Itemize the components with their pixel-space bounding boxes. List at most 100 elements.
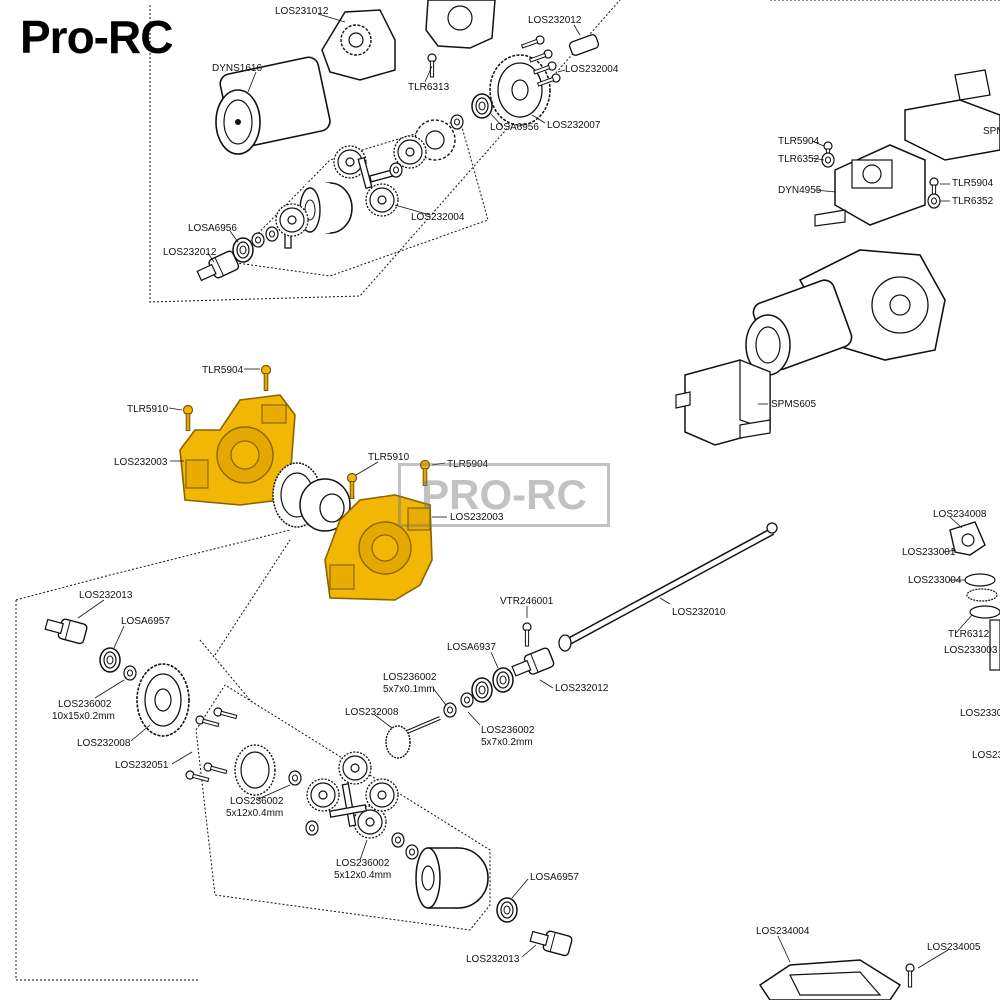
motor-gearbox-assembly	[745, 249, 946, 376]
leader-lines	[77, 13, 973, 969]
label-los233001: LOS233001	[902, 547, 956, 558]
ring-gear-los232008-b	[136, 663, 190, 737]
bearing-losa6956-top	[471, 93, 493, 119]
label-los233002: LOS233002	[960, 708, 1000, 719]
label-vtr246001: VTR246001	[500, 596, 554, 607]
part-labels: LOS231012 DYNS1616 TLR6313 LOS232012 LOS…	[52, 6, 1000, 965]
label-los236002-b: LOS236002	[481, 725, 535, 736]
label-los236002-d-dim: 5x12x0.4mm	[226, 808, 283, 819]
bevel-gear-b	[338, 751, 372, 785]
label-los233-cut: LOS233	[972, 750, 1000, 761]
washer-d2	[405, 844, 419, 860]
label-los232010: LOS232010	[672, 607, 726, 618]
label-los232013-b: LOS232013	[466, 954, 520, 965]
motor-plate	[321, 9, 396, 81]
label-los232012-mid: LOS232012	[163, 247, 217, 258]
screw-tlr5910-a	[182, 404, 194, 432]
diff-gasket	[234, 744, 276, 796]
shim-los236002-b	[460, 692, 474, 708]
label-los232013-a: LOS232013	[79, 590, 133, 601]
cross-pin	[328, 783, 368, 827]
servo-spms605	[675, 359, 771, 446]
label-los236002-b-dim: 5x7x0.2mm	[481, 737, 533, 748]
outdrive-los232013-a	[43, 614, 89, 646]
label-tlr6313: TLR6313	[408, 82, 450, 93]
label-tlr6352-r1: TLR6352	[778, 154, 820, 165]
motor-dyns1616	[215, 56, 331, 155]
bevel-gear-top-c	[365, 183, 399, 217]
label-los232012-top: LOS232012	[528, 15, 582, 26]
label-tlr5904-r2: TLR5904	[952, 178, 994, 189]
label-los231012: LOS231012	[275, 6, 329, 17]
outdrive-los232012-b	[509, 646, 556, 682]
label-losa6957-a: LOSA6957	[121, 616, 170, 627]
bearing-losa6957-b	[496, 897, 518, 923]
label-los232003-b: LOS232003	[450, 512, 504, 523]
label-los232012-b: LOS232012	[555, 683, 609, 694]
bevel-gear-d	[365, 778, 399, 812]
label-tlr5904-b: TLR5904	[447, 459, 489, 470]
screw-tlr5904-a	[260, 364, 272, 392]
label-los236002-c: LOS236002	[58, 699, 112, 710]
label-spm: SPM	[983, 126, 1000, 137]
label-los232051: LOS232051	[115, 760, 169, 771]
label-los232008-a: LOS232008	[345, 707, 399, 718]
bevel-gear-a	[306, 778, 340, 812]
bearing-losa6937-a	[492, 667, 514, 693]
receiver-spm	[904, 69, 1000, 161]
washer-small	[389, 162, 403, 178]
top-gearcase	[425, 0, 496, 49]
diff-cup-top	[299, 182, 353, 234]
label-dyns1616: DYNS1616	[212, 63, 262, 74]
washer	[450, 114, 464, 130]
label-los232003-a: LOS232003	[114, 457, 168, 468]
label-los233004: LOS233004	[908, 575, 962, 586]
top-outdrive	[568, 34, 600, 56]
label-los233003: LOS233003	[944, 645, 998, 656]
bearing-losa6957-a	[99, 647, 121, 673]
washer-top-2	[251, 232, 265, 248]
driveshaft-los232010	[558, 522, 778, 652]
shock-partial	[949, 521, 1000, 671]
label-los236002-a-dim: 5x7x0.1mm	[383, 684, 435, 695]
label-dyn4955: DYN4955	[778, 185, 822, 196]
label-los234008: LOS234008	[933, 509, 987, 520]
dashed-outlines	[15, 0, 1000, 981]
label-los232004-mid: LOS232004	[411, 212, 465, 223]
pinion-los232008-a	[385, 716, 441, 759]
label-los234005: LOS234005	[927, 942, 981, 953]
label-tlr5910-b: TLR5910	[368, 452, 410, 463]
label-tlr5910-a: TLR5910	[127, 404, 169, 415]
screws-los232051	[184, 706, 238, 785]
label-los234004: LOS234004	[756, 926, 810, 937]
label-los236002-c-dim: 10x15x0.2mm	[52, 711, 115, 722]
label-tlr5904-a: TLR5904	[202, 365, 244, 376]
screw-tlr6313	[427, 53, 437, 78]
washer-d1	[305, 820, 319, 836]
screw-vtr246001	[522, 622, 532, 647]
gear-housing-right-los232003	[324, 494, 433, 601]
label-los236002-a: LOS236002	[383, 672, 437, 683]
screw-los234005	[905, 963, 915, 988]
washer-tlr6352-r2	[927, 193, 941, 209]
label-los236002-e: LOS236002	[336, 858, 390, 869]
diff-center	[299, 478, 351, 532]
bearing-losa6937-b	[471, 677, 493, 703]
label-los236002-d: LOS236002	[230, 796, 284, 807]
shim-los236002-d	[288, 770, 302, 786]
label-tlr6352-r2: TLR6352	[952, 196, 994, 207]
brand-logo: Pro-RC	[20, 11, 173, 63]
label-los232008-b: LOS232008	[77, 738, 131, 749]
outdrive-los232013-b	[528, 926, 574, 958]
a-arm-partial	[758, 959, 902, 1000]
label-los232007: LOS232007	[547, 120, 601, 131]
label-tlr6312: TLR6312	[948, 629, 990, 640]
label-losa6956-b: LOSA6956	[188, 223, 237, 234]
watermark: PRO-RC	[398, 463, 610, 527]
shim-los236002-e	[391, 832, 405, 848]
label-tlr5904-r1: TLR5904	[778, 136, 820, 147]
label-losa6956-a: LOSA6956	[490, 122, 539, 133]
label-spms605: SPMS605	[771, 399, 816, 410]
label-losa6937: LOSA6937	[447, 642, 496, 653]
gear-housing-left-los232003	[179, 394, 296, 506]
